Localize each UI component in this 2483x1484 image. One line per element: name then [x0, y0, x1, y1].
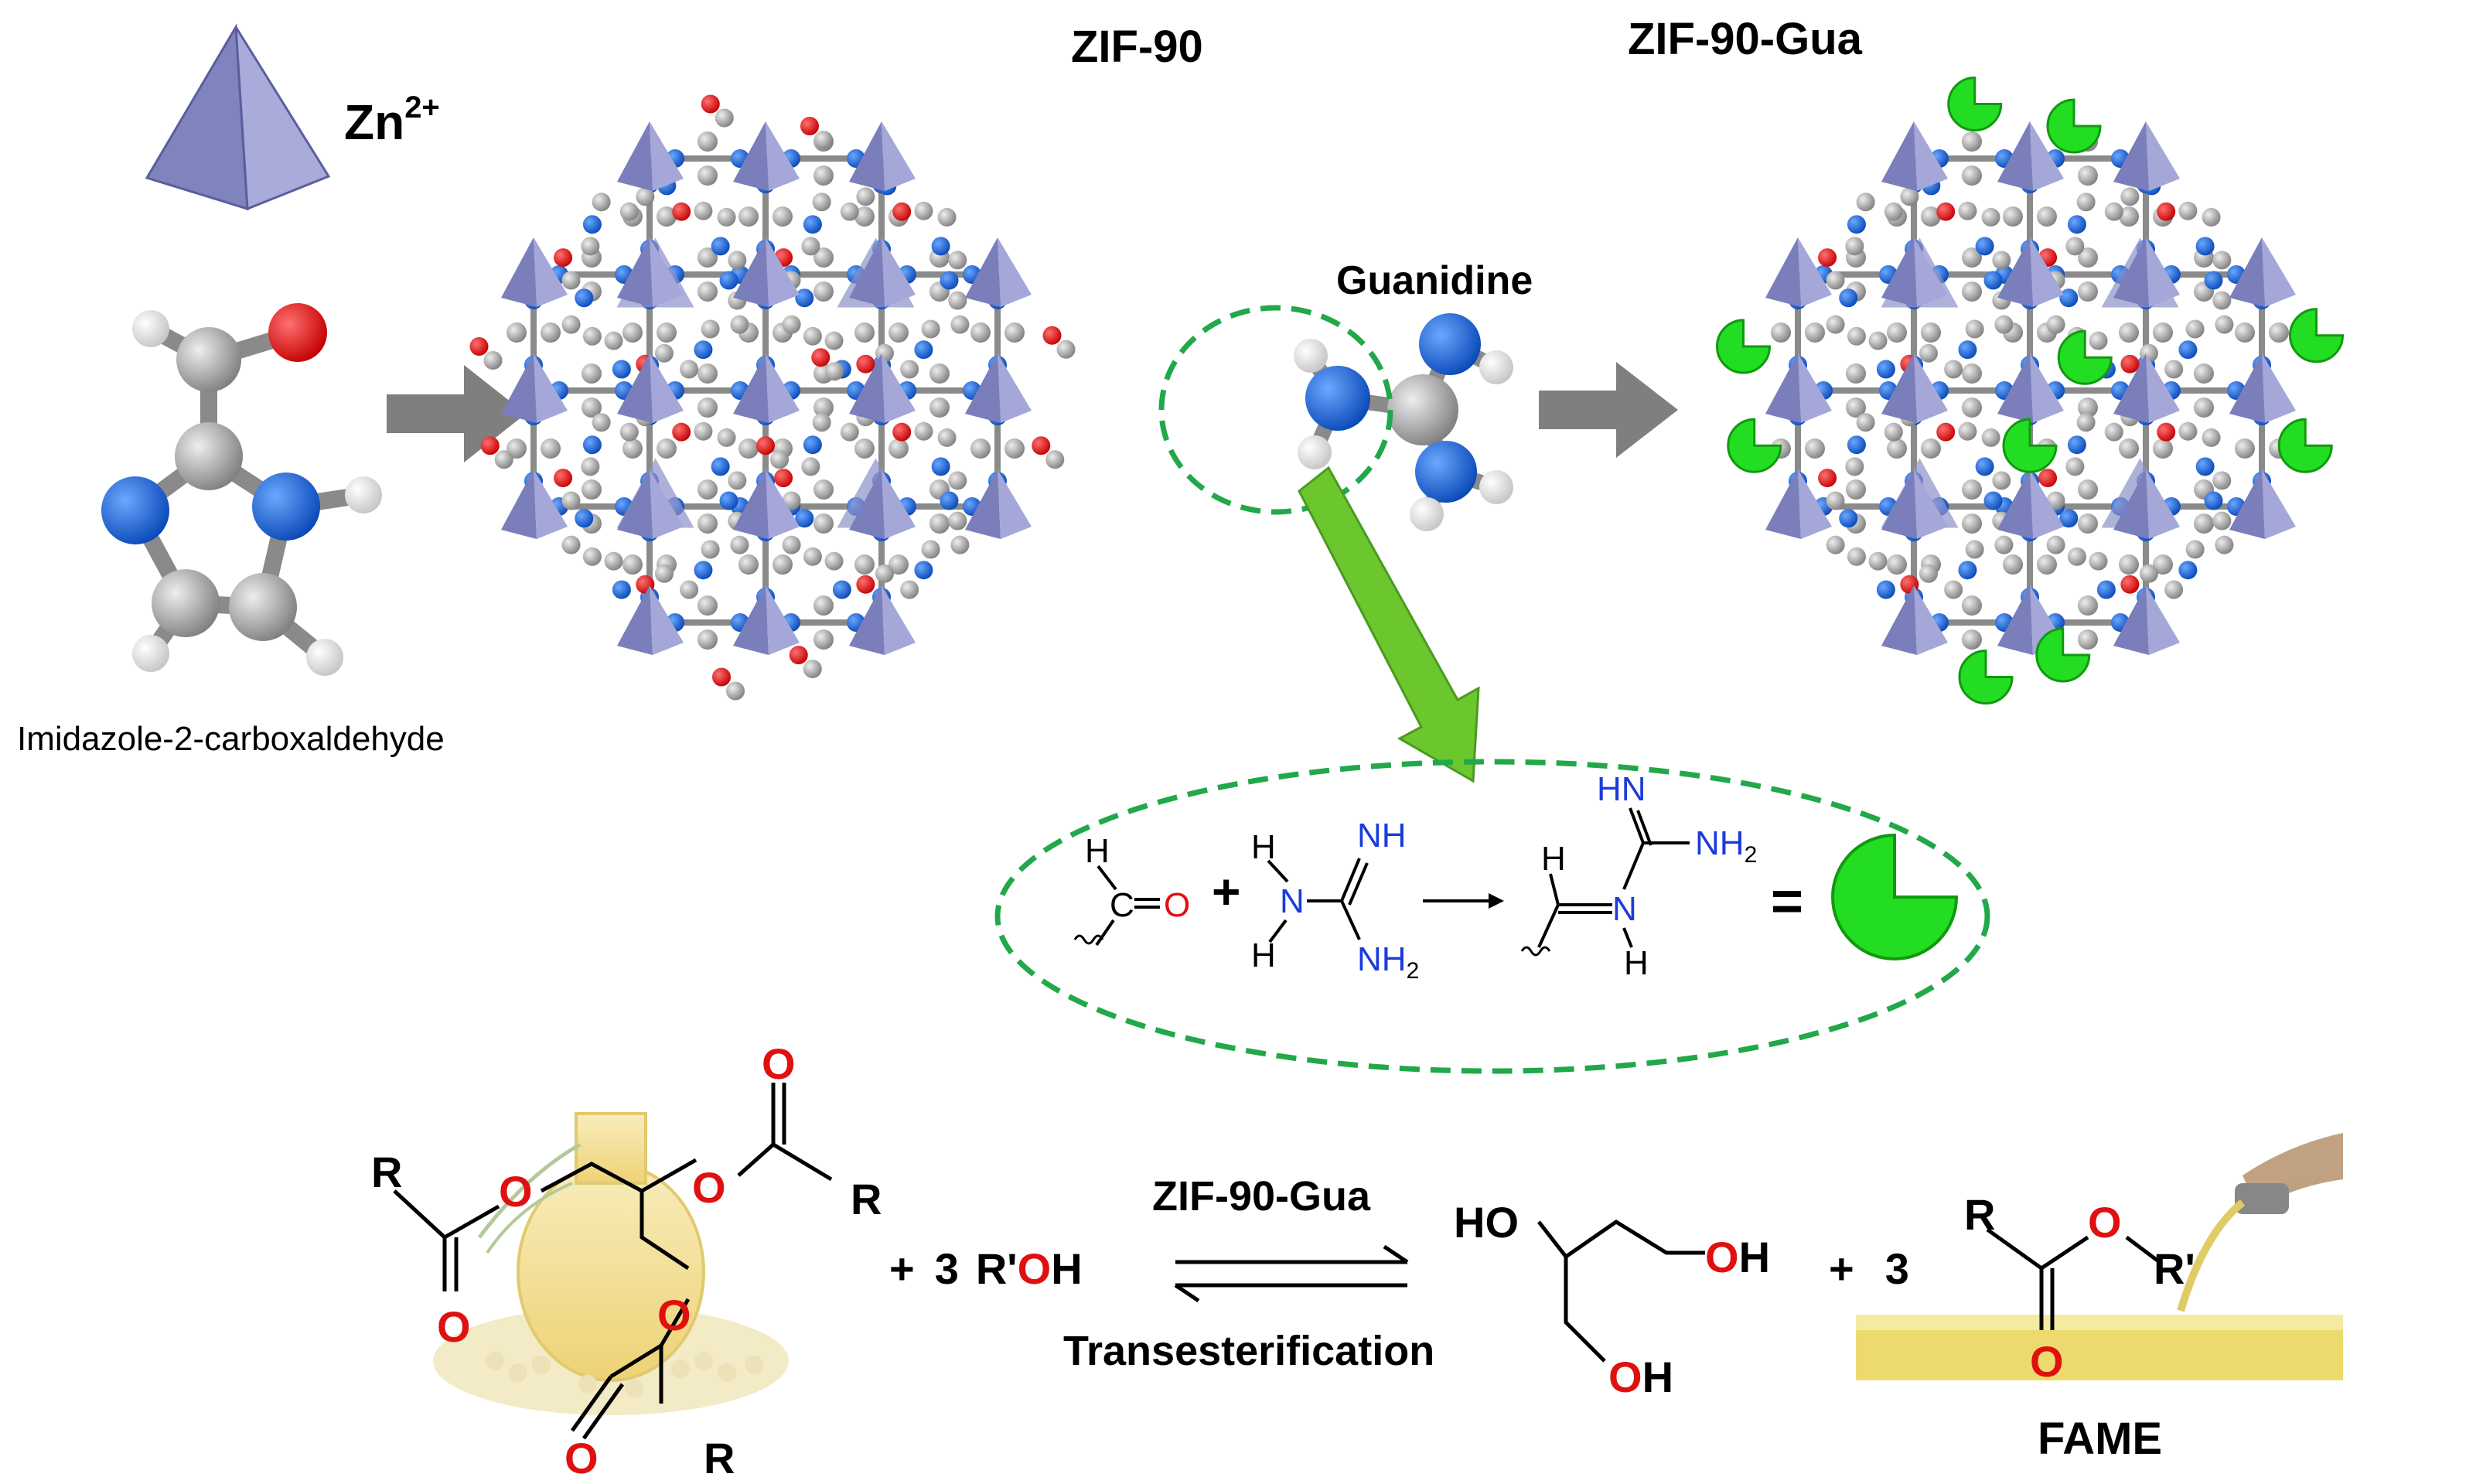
svg-text:O: O — [762, 1039, 796, 1088]
svg-text:HN: HN — [1597, 770, 1646, 808]
guanidine-sites — [1716, 76, 2345, 704]
svg-text:O: O — [1164, 886, 1190, 924]
svg-text:=: = — [1771, 871, 1803, 933]
equilibrium-arrow — [1174, 1244, 1409, 1303]
svg-text:O: O — [437, 1302, 471, 1351]
svg-text:NH: NH — [1357, 817, 1407, 855]
svg-text:OH: OH — [1608, 1353, 1673, 1401]
aldehyde-groups — [469, 94, 1076, 701]
green-arrow — [1298, 466, 1480, 783]
svg-text:N: N — [1280, 882, 1305, 920]
svg-text:O: O — [692, 1163, 726, 1212]
imidazole-atoms — [101, 303, 382, 676]
glycerol-structure: HO OH OH — [1454, 1198, 1770, 1401]
zoom-circle — [1158, 305, 1393, 515]
svg-text:N: N — [1612, 890, 1637, 928]
zinc-tetrahedron-icon — [145, 23, 331, 211]
zif90-framework — [469, 94, 1076, 701]
zn-tetrahedra — [1765, 121, 2296, 655]
svg-text:O: O — [657, 1291, 691, 1339]
oil-jar-image — [433, 1112, 789, 1415]
svg-text:R: R — [1964, 1190, 1995, 1239]
linker-label: Imidazole-2-carboxaldehyde — [17, 720, 445, 758]
svg-text:NH2: NH2 — [1357, 940, 1419, 984]
svg-text:R: R — [371, 1148, 402, 1196]
guanidine-molecule-icon — [1294, 313, 1513, 531]
svg-text:+: + — [1212, 864, 1240, 919]
svg-text:H: H — [1085, 832, 1110, 870]
zn-tetrahedra — [501, 121, 1032, 655]
fame-structure: R O R' O — [1964, 1190, 2195, 1386]
zif90-gua-framework — [1716, 76, 2345, 704]
zif90-label: ZIF-90 — [1071, 22, 1203, 72]
svg-text:O: O — [2088, 1198, 2122, 1247]
fame-label: FAME — [2038, 1414, 2162, 1464]
triglyceride-structure: R O O O O R O O R — [371, 1039, 882, 1482]
svg-text:H: H — [1541, 840, 1566, 878]
zn-label: Zn2+ — [344, 90, 440, 150]
svg-text:C: C — [1110, 886, 1134, 924]
process-label: Transesterification — [1063, 1328, 1434, 1374]
svg-text:R: R — [704, 1434, 735, 1482]
guanidine-site-icon — [1831, 833, 1959, 960]
svg-text:O: O — [564, 1434, 599, 1482]
zif90gua-label: ZIF-90-Gua — [1628, 14, 1863, 64]
reaction-scheme: H C O + H N H NH NH2 H N HN — [1073, 770, 1959, 984]
catalyst-label: ZIF-90-Gua — [1152, 1173, 1371, 1220]
product-coef: +3 — [1829, 1244, 1909, 1293]
svg-text:R': R' — [2154, 1244, 2195, 1293]
svg-text:O: O — [499, 1167, 533, 1216]
svg-text:HO: HO — [1454, 1198, 1519, 1247]
svg-text:OH: OH — [1705, 1233, 1770, 1281]
svg-text:H: H — [1624, 944, 1649, 982]
fuel-pump-image — [1856, 1133, 2343, 1380]
svg-text:O: O — [2030, 1337, 2064, 1386]
svg-text:H: H — [1251, 936, 1276, 974]
reaction-ellipse — [994, 759, 1990, 1074]
gray-arrow-2 — [1539, 362, 1678, 458]
svg-text:NH2: NH2 — [1695, 824, 1757, 868]
guanidine-label: Guanidine — [1336, 258, 1533, 303]
svg-text:H: H — [1251, 828, 1276, 866]
svg-text:R: R — [851, 1175, 882, 1223]
